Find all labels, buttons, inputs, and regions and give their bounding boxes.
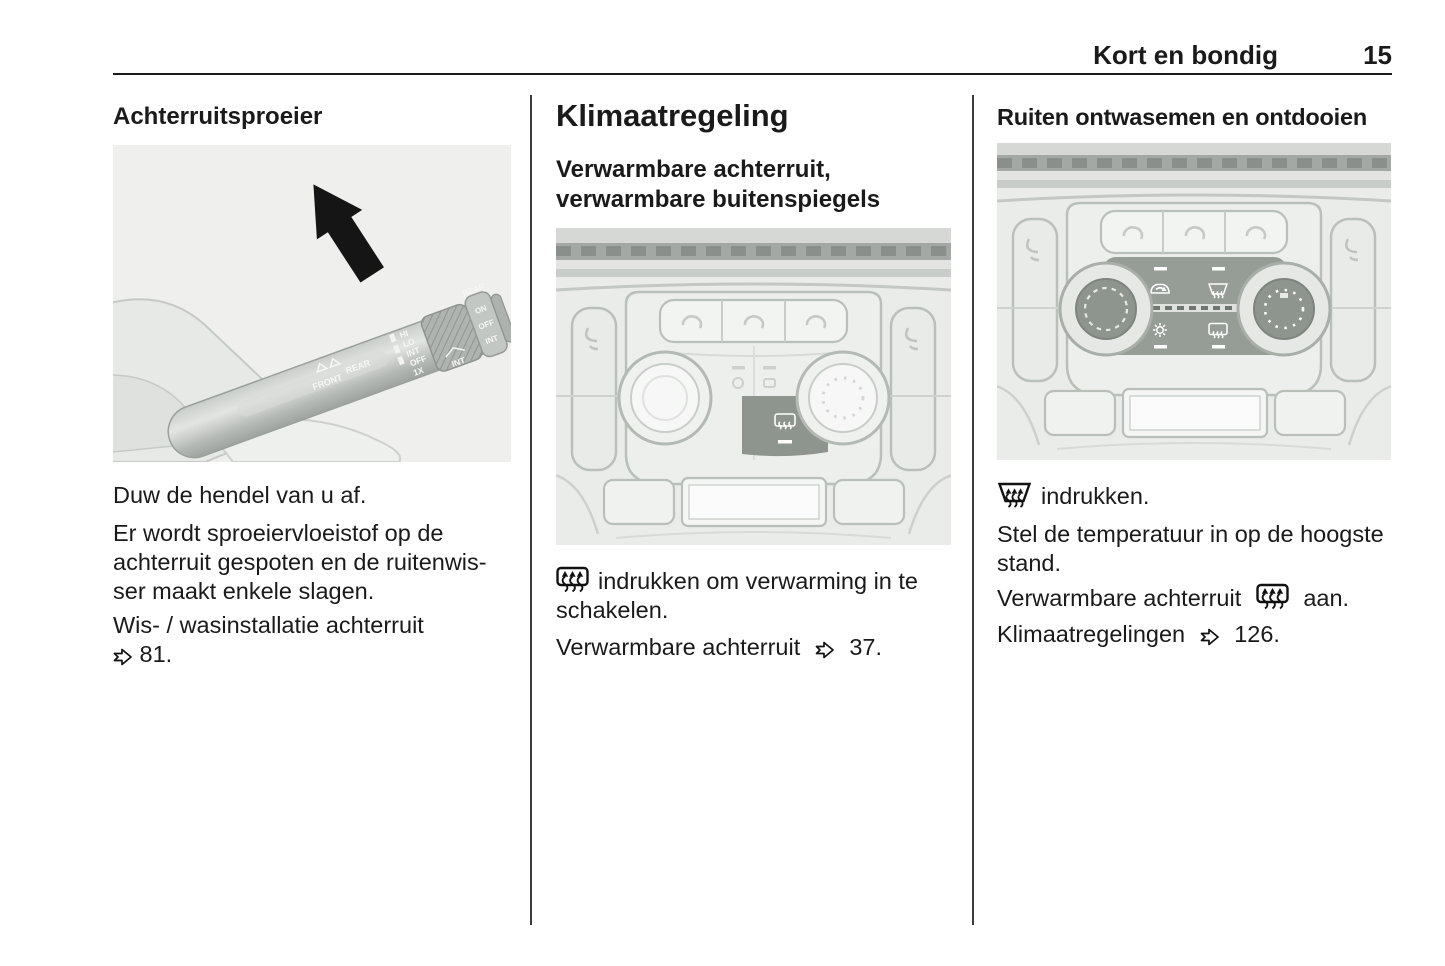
stalk-label-int2: INT (450, 355, 467, 369)
body-line: achterruit gespoten en de ruitenwis- (113, 549, 487, 575)
wiper-stalk: FRONT REAR HI LO INT OFF 1X INT (167, 282, 511, 459)
paragraph: Duw de hendel van u af. (113, 481, 511, 510)
recirculation-icon (1150, 283, 1170, 294)
rear-window-heating-icon (1256, 583, 1289, 610)
fan-knob (1236, 261, 1332, 357)
reference-page-number: 81. (139, 641, 173, 667)
page-reference: Klimaatregelingen 126. (997, 620, 1391, 649)
bottom-button-row (1043, 387, 1347, 439)
column-climate-control: Klimaatregeling Verwarmbare achterruit, … (556, 98, 951, 662)
side-vent-right (1329, 217, 1377, 383)
side-vent-right (889, 306, 937, 472)
column-defrost: Ruiten ontwasemen en ontdooien (997, 103, 1391, 649)
column-divider-left (530, 95, 532, 925)
subsection-heading: Verwarmbare achterruit, verwarmbare buit… (556, 155, 951, 215)
paragraph: Wis- / wasinstallatie achterruit 81. (113, 611, 511, 669)
rear-window-heating-icon (556, 566, 589, 593)
rear-window-heating-button-icon (1208, 322, 1228, 339)
reference-page-number: 37. (849, 634, 882, 660)
header-rule (113, 73, 1392, 75)
body-line: schakelen. (556, 597, 669, 623)
body-text: indrukken. (1041, 483, 1150, 509)
stalk-label-int: INT (405, 345, 422, 359)
page-reference-arrow-icon (113, 648, 132, 666)
body-text: Verwarmbare achterruit (997, 585, 1242, 611)
stalk-label-lo: LO (402, 336, 417, 350)
side-vent-left (570, 306, 618, 472)
body-line: stand. (997, 550, 1062, 576)
paragraph: Klimaatregelingen 126. (997, 620, 1391, 649)
chapter-title: Kort en bondig (1093, 40, 1278, 70)
body-line: Stel de temperatuur in op de hoogste (997, 521, 1384, 547)
defrost-controls-highlighted (1103, 257, 1287, 355)
body-text: Verwarmbare achterruit (556, 634, 801, 660)
body-line-with-icon: Verwarmbare achterruit aan. (997, 583, 1391, 613)
body-text: indrukken om verwarming in te (598, 568, 918, 594)
climate-panel-defrost-illustration (997, 143, 1391, 460)
column-divider-right (972, 95, 974, 925)
page-reference: 81. (113, 640, 511, 669)
paragraph: Stel de temperatuur in op de hoogste sta… (997, 520, 1391, 578)
climate-panel-illustration (556, 228, 951, 545)
left-knob (617, 350, 713, 446)
stalk-label-1x: 1X (412, 365, 426, 378)
push-direction-arrow-icon (313, 184, 384, 283)
section-heading: Ruiten ontwasemen en ontdooien (997, 104, 1368, 130)
body-line: Duw de hendel van u af. (113, 482, 367, 508)
body-line: Wis- / wasinstallatie achterruit (113, 612, 424, 638)
windshield-defrost-button-icon (1207, 283, 1229, 299)
top-button-row (658, 298, 849, 344)
reference-page-number: 126. (1234, 621, 1280, 647)
center-buttons-faint (732, 366, 776, 389)
auto-mode-icon (1153, 323, 1167, 337)
paragraph: Verwarmbare achterruit 37. (556, 633, 951, 662)
stalk-label-on: ON (474, 303, 489, 316)
temperature-knob (1058, 261, 1154, 357)
paragraph: indrukken. (997, 481, 1391, 511)
body-text: aan. (1303, 585, 1350, 611)
page-reference-arrow-icon (815, 641, 834, 659)
wiper-stalk-illustration: FRONT REAR HI LO INT OFF 1X INT (113, 145, 511, 462)
section-heading: Achterruitsproeier (113, 103, 323, 130)
column-rear-washer: Achterruitsproeier (113, 103, 511, 669)
body-line-with-icon: indrukken. (997, 481, 1391, 511)
subheading-line: verwarmbare buitenspiegels (556, 186, 881, 213)
page-reference-arrow-icon (1200, 628, 1219, 646)
bottom-button-row (602, 476, 906, 528)
windshield-defrost-icon (997, 482, 1032, 508)
page-reference: Verwarmbare achterruit 37. (556, 633, 951, 662)
section-heading: Klimaatregeling (556, 98, 789, 133)
side-vent-left (1011, 217, 1059, 383)
body-text: Klimaatregelingen (997, 621, 1186, 647)
body-line: Er wordt sproeiervloeistof op de (113, 520, 444, 546)
right-knob (795, 350, 891, 446)
subheading-line: Verwarmbare achterruit, (556, 156, 831, 183)
paragraph: Verwarmbare achterruit aan. (997, 583, 1391, 613)
page-number: 15 (1363, 40, 1392, 70)
stalk-label-int3: INT (484, 333, 499, 346)
body-line-with-icon: indrukken om verwarming in te (556, 566, 951, 596)
top-button-row (1099, 209, 1289, 255)
paragraph: indrukken om verwarming in te schakelen. (556, 566, 951, 625)
paragraph: Er wordt sproeiervloeistof op de achterr… (113, 519, 511, 606)
body-line: ser maakt enkele slagen. (113, 578, 375, 604)
stalk-label-hi: HI (398, 328, 409, 340)
